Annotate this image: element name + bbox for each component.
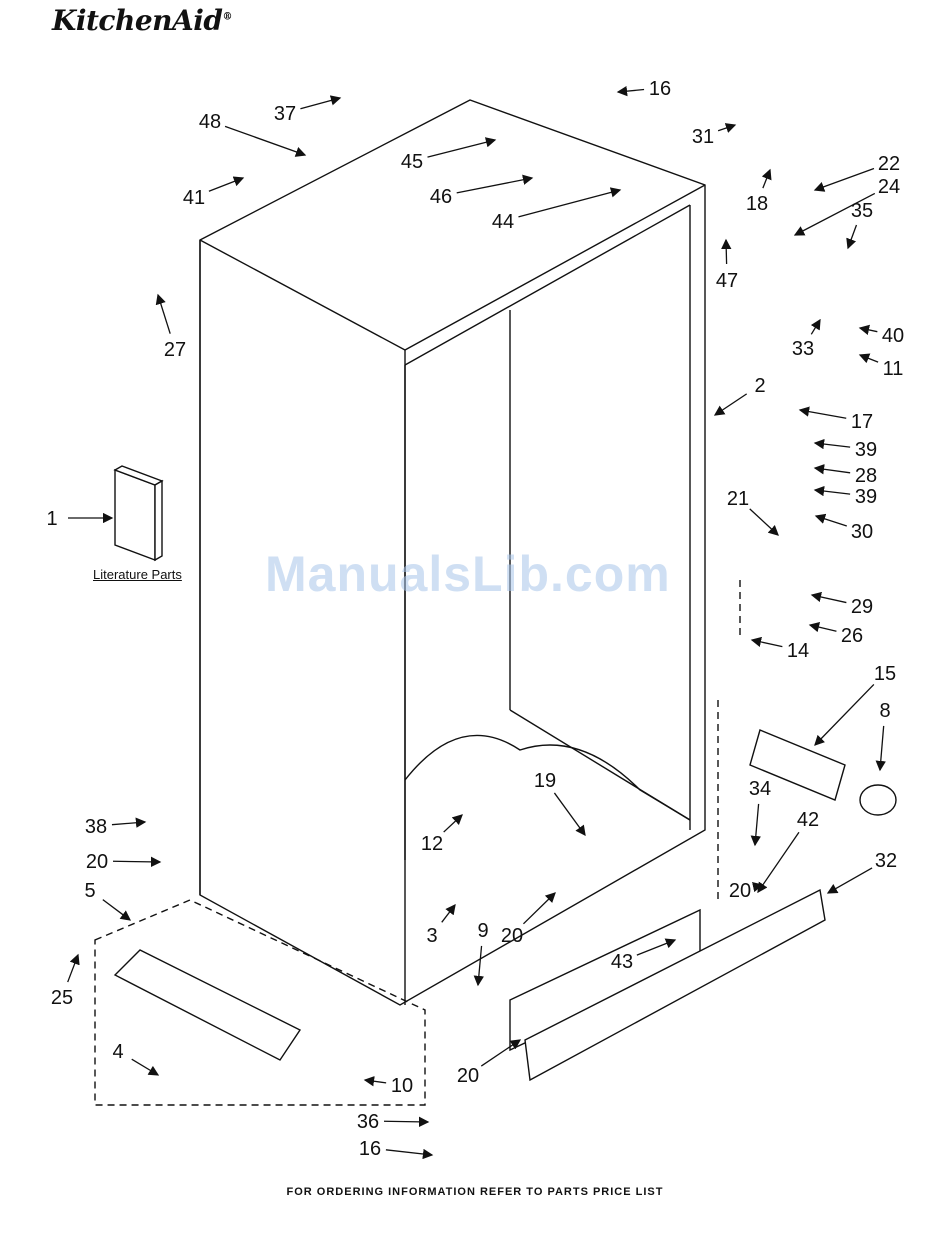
watermark: ManualsLib.com xyxy=(265,545,671,603)
leader-25 xyxy=(68,955,78,982)
literature-parts-label: Literature Parts xyxy=(93,567,182,582)
callout-45: 45 xyxy=(401,151,423,173)
leader-5 xyxy=(103,900,130,920)
callout-20: 20 xyxy=(86,851,108,873)
callout-8: 8 xyxy=(879,700,890,722)
leader-38 xyxy=(112,822,145,825)
callout-34: 34 xyxy=(749,778,771,800)
callout-15: 15 xyxy=(874,663,896,685)
callout-35: 35 xyxy=(851,200,873,222)
callout-37: 37 xyxy=(274,103,296,125)
leader-42 xyxy=(758,832,799,892)
callout-30: 30 xyxy=(851,521,873,543)
callout-48: 48 xyxy=(199,111,221,133)
leader-47 xyxy=(726,240,727,264)
leader-39 xyxy=(815,490,850,494)
leader-48 xyxy=(225,126,305,155)
callout-19: 19 xyxy=(534,770,556,792)
callout-27: 27 xyxy=(164,339,186,361)
callout-22: 22 xyxy=(878,153,900,175)
leader-27 xyxy=(158,295,170,334)
callout-17: 17 xyxy=(851,411,873,433)
leader-30 xyxy=(816,516,847,526)
leader-31 xyxy=(718,125,735,131)
callout-5: 5 xyxy=(84,880,95,902)
callout-40: 40 xyxy=(882,325,904,347)
callout-21: 21 xyxy=(727,488,749,510)
callout-47: 47 xyxy=(716,270,738,292)
leader-34 xyxy=(755,804,759,845)
leader-26 xyxy=(810,625,836,631)
callout-20: 20 xyxy=(457,1065,479,1087)
callout-16: 16 xyxy=(359,1138,381,1160)
leader-8 xyxy=(880,726,884,770)
callout-43: 43 xyxy=(611,951,633,973)
callout-14: 14 xyxy=(787,640,809,662)
callout-38: 38 xyxy=(85,816,107,838)
leader-22 xyxy=(815,168,874,190)
leader-20 xyxy=(481,1040,520,1066)
leader-36 xyxy=(384,1121,428,1122)
callout-29: 29 xyxy=(851,596,873,618)
leader-37 xyxy=(300,98,340,109)
leader-41 xyxy=(209,178,243,191)
leader-15 xyxy=(815,684,874,745)
leader-28 xyxy=(815,468,850,473)
callout-11: 11 xyxy=(883,358,904,380)
leader-2 xyxy=(715,394,747,415)
callout-39: 39 xyxy=(855,486,877,508)
callout-25: 25 xyxy=(51,987,73,1009)
callout-2: 2 xyxy=(754,375,765,397)
leader-11 xyxy=(860,355,878,362)
leader-39 xyxy=(815,443,850,447)
callout-26: 26 xyxy=(841,625,863,647)
callout-44: 44 xyxy=(492,211,514,233)
callout-33: 33 xyxy=(792,338,814,360)
callout-20: 20 xyxy=(729,880,751,902)
leader-35 xyxy=(848,225,856,248)
footer-note: FOR ORDERING INFORMATION REFER TO PARTS … xyxy=(0,1186,950,1198)
callout-31: 31 xyxy=(692,126,714,148)
callout-18: 18 xyxy=(746,193,768,215)
callout-20: 20 xyxy=(501,925,523,947)
leader-16 xyxy=(618,90,644,92)
callout-4: 4 xyxy=(112,1041,123,1063)
callout-24: 24 xyxy=(878,176,900,198)
leader-29 xyxy=(812,595,846,603)
callout-46: 46 xyxy=(430,186,452,208)
callout-42: 42 xyxy=(797,809,819,831)
leader-18 xyxy=(763,170,770,188)
leader-17 xyxy=(800,410,846,418)
callout-16: 16 xyxy=(649,78,671,100)
callout-12: 12 xyxy=(421,833,443,855)
leader-4 xyxy=(132,1059,158,1075)
leader-21 xyxy=(750,509,778,535)
callout-39: 39 xyxy=(855,439,877,461)
callout-9: 9 xyxy=(477,920,488,942)
water-filter xyxy=(750,730,896,815)
callout-10: 10 xyxy=(391,1075,413,1097)
leader-14 xyxy=(752,640,782,647)
leader-40 xyxy=(860,328,877,332)
leader-33 xyxy=(811,320,820,334)
callout-3: 3 xyxy=(426,925,437,947)
callout-1: 1 xyxy=(46,508,57,530)
leader-16 xyxy=(386,1150,432,1155)
leader-32 xyxy=(828,868,872,893)
callout-32: 32 xyxy=(875,850,897,872)
leader-20 xyxy=(113,861,160,862)
literature-part xyxy=(115,466,162,560)
leader-20 xyxy=(756,885,762,886)
callout-36: 36 xyxy=(357,1111,379,1133)
callout-28: 28 xyxy=(855,465,877,487)
callout-41: 41 xyxy=(183,187,205,209)
leader-10 xyxy=(365,1080,386,1083)
